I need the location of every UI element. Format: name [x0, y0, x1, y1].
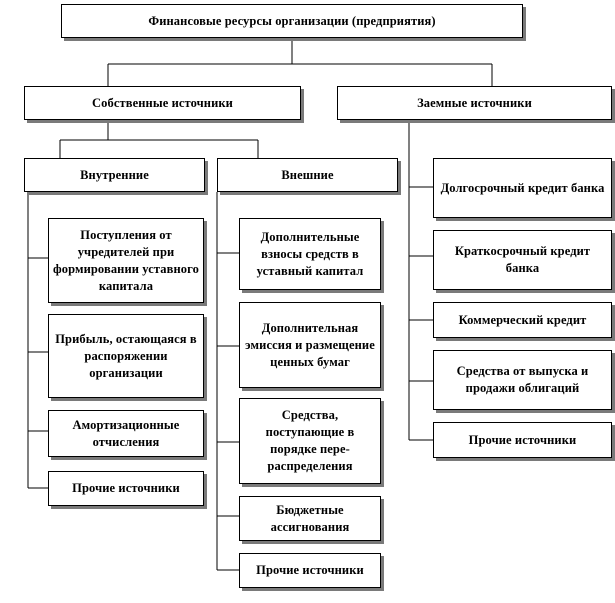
own-sources-node: Собственные источники: [24, 86, 301, 120]
external-item-budget-allocations: Бюджетные ассигнования: [239, 496, 381, 541]
borrowed-item-other-sources: Прочие источники: [433, 422, 612, 458]
borrowed-item-long-term-loan: Долгосрочный кредит банка: [433, 158, 612, 218]
borrowed-item-short-term-loan: Краткосрочный кредит банка: [433, 230, 612, 290]
external-item-securities-issue: Дополнительная эмиссия и размещение ценн…: [239, 302, 381, 388]
internal-node: Внутренние: [24, 158, 205, 192]
external-item-additional-contributions: Дополнительные взносы средств в уставный…: [239, 218, 381, 290]
internal-item-other-sources: Прочие источники: [48, 471, 204, 506]
external-item-redistribution-funds: Средства, поступающие в порядке пере-рас…: [239, 398, 381, 484]
borrowed-item-commercial-credit: Коммерческий кредит: [433, 302, 612, 338]
internal-item-retained-profit: Прибыль, остающаяся в распоряжении орган…: [48, 314, 204, 398]
external-node: Внешние: [217, 158, 398, 192]
internal-item-depreciation: Амортизационные отчисления: [48, 410, 204, 457]
external-item-other-sources: Прочие источники: [239, 553, 381, 588]
internal-item-founders-contributions: Поступления от учредителей при формирова…: [48, 218, 204, 303]
root-node: Финансовые ресурсы организации (предприя…: [61, 4, 523, 38]
borrowed-item-bonds-proceeds: Средства от выпуска и продажи облигаций: [433, 350, 612, 410]
borrowed-sources-node: Заемные источники: [337, 86, 612, 120]
